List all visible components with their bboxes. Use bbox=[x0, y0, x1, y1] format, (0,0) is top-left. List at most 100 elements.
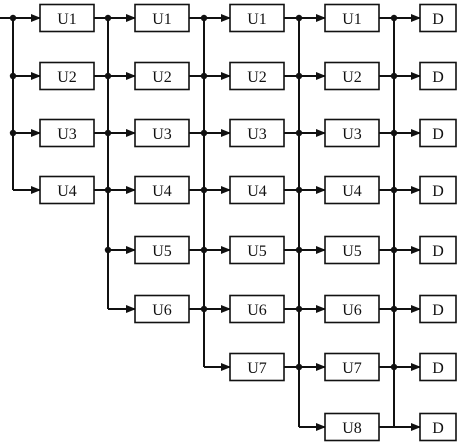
block-box bbox=[229, 294, 285, 324]
block-box bbox=[229, 3, 285, 33]
block-label: U1 bbox=[247, 11, 267, 28]
block-label: U4 bbox=[247, 183, 267, 200]
connection-lines bbox=[0, 14, 421, 431]
block-label: D bbox=[432, 243, 444, 260]
block-label: U4 bbox=[342, 183, 362, 200]
block-label: D bbox=[432, 11, 444, 28]
block-label: D bbox=[432, 126, 444, 143]
block-box bbox=[419, 175, 457, 205]
block-label: U5 bbox=[247, 243, 267, 260]
block-label: U3 bbox=[342, 126, 362, 143]
block: D bbox=[419, 3, 457, 33]
block-box bbox=[419, 3, 457, 33]
block-box bbox=[134, 235, 190, 265]
block: D bbox=[419, 235, 457, 265]
block-box bbox=[229, 175, 285, 205]
block: U3 bbox=[134, 118, 190, 148]
block-label: U8 bbox=[342, 420, 362, 437]
block: U6 bbox=[324, 294, 380, 324]
block-box bbox=[324, 61, 380, 91]
block-box bbox=[419, 118, 457, 148]
block-box bbox=[419, 294, 457, 324]
block: U8 bbox=[324, 412, 380, 442]
block: U7 bbox=[229, 352, 285, 382]
block-box bbox=[324, 352, 380, 382]
block-label: U2 bbox=[152, 69, 172, 86]
block: U4 bbox=[324, 175, 380, 205]
block-label: U1 bbox=[57, 11, 77, 28]
block: U2 bbox=[229, 61, 285, 91]
block-box bbox=[324, 294, 380, 324]
block-label: D bbox=[432, 183, 444, 200]
block: U2 bbox=[324, 61, 380, 91]
block: U6 bbox=[229, 294, 285, 324]
block-box bbox=[134, 3, 190, 33]
block: D bbox=[419, 61, 457, 91]
block-box bbox=[419, 235, 457, 265]
block-box bbox=[324, 175, 380, 205]
block: U4 bbox=[134, 175, 190, 205]
block-box bbox=[229, 118, 285, 148]
block-label: U5 bbox=[152, 243, 172, 260]
block-label: U3 bbox=[57, 126, 77, 143]
block-label: U6 bbox=[247, 302, 267, 319]
block-box bbox=[419, 352, 457, 382]
block-label: D bbox=[432, 360, 444, 377]
block-label: U3 bbox=[152, 126, 172, 143]
block: U3 bbox=[324, 118, 380, 148]
block: D bbox=[419, 352, 457, 382]
block: U1 bbox=[134, 3, 190, 33]
block: D bbox=[419, 118, 457, 148]
block-box bbox=[229, 235, 285, 265]
block: U2 bbox=[134, 61, 190, 91]
block: U1 bbox=[39, 3, 95, 33]
block: D bbox=[419, 175, 457, 205]
block-box bbox=[39, 118, 95, 148]
block-box bbox=[39, 175, 95, 205]
block-box bbox=[324, 235, 380, 265]
block-label: U1 bbox=[152, 11, 172, 28]
block-box bbox=[324, 412, 380, 442]
block-label: U7 bbox=[247, 360, 267, 377]
block-label: U7 bbox=[342, 360, 362, 377]
block: U5 bbox=[229, 235, 285, 265]
block-box bbox=[229, 61, 285, 91]
block-box bbox=[324, 3, 380, 33]
block-box bbox=[39, 61, 95, 91]
block: U2 bbox=[39, 61, 95, 91]
block-box bbox=[324, 118, 380, 148]
block: U7 bbox=[324, 352, 380, 382]
block-box bbox=[134, 175, 190, 205]
block-label: D bbox=[432, 69, 444, 86]
block-box bbox=[229, 352, 285, 382]
block: U1 bbox=[229, 3, 285, 33]
block-label: U2 bbox=[57, 69, 77, 86]
block: U3 bbox=[39, 118, 95, 148]
block-box bbox=[134, 61, 190, 91]
block-label: D bbox=[432, 302, 444, 319]
block-label: U2 bbox=[342, 69, 362, 86]
block: U5 bbox=[324, 235, 380, 265]
block-label: U4 bbox=[57, 183, 77, 200]
block-label: U4 bbox=[152, 183, 172, 200]
block-label: U5 bbox=[342, 243, 362, 260]
block: D bbox=[419, 294, 457, 324]
block-label: U6 bbox=[342, 302, 362, 319]
block-label: U1 bbox=[342, 11, 362, 28]
block-box bbox=[39, 3, 95, 33]
block-label: D bbox=[432, 420, 444, 437]
block: U3 bbox=[229, 118, 285, 148]
block: U6 bbox=[134, 294, 190, 324]
block-label: U2 bbox=[247, 69, 267, 86]
block-box bbox=[419, 61, 457, 91]
block: U4 bbox=[39, 175, 95, 205]
block: U4 bbox=[229, 175, 285, 205]
block: U1 bbox=[324, 3, 380, 33]
block-box bbox=[419, 412, 457, 442]
block-box bbox=[134, 294, 190, 324]
block-box bbox=[134, 118, 190, 148]
block: D bbox=[419, 412, 457, 442]
